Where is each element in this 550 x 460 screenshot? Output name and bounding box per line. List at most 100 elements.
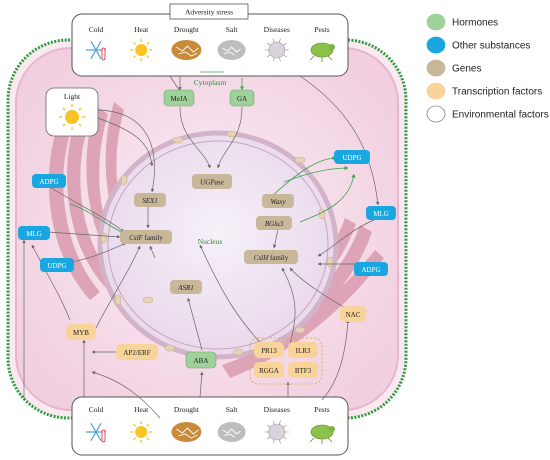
top-factor-pests: Pests — [309, 25, 335, 62]
node-ilr3: ILR3 — [288, 342, 318, 358]
svg-text:CslF family: CslF family — [129, 234, 163, 242]
bottom-factor-label: Salt — [226, 405, 239, 414]
legend-swatch — [426, 82, 446, 100]
svg-text:AP2/ERF: AP2/ERF — [123, 349, 150, 357]
top-factor-label: Diseases — [264, 25, 290, 34]
node-ga: GA — [229, 89, 255, 107]
tf-complex: PR13 ILR3 RGGA BTF3 — [249, 337, 323, 385]
node-nac: NAC — [340, 306, 366, 322]
bottom-factor-cold: Cold — [86, 405, 106, 443]
svg-text:UDPG: UDPG — [342, 154, 361, 162]
sun-icon — [130, 39, 153, 61]
svg-text:MYB: MYB — [73, 329, 89, 337]
node-ugpase: UGPase — [192, 174, 232, 189]
sun-icon — [130, 421, 153, 443]
node-udpg-right: UDPG — [334, 150, 370, 164]
svg-text:PR13: PR13 — [261, 347, 277, 355]
node-btf3: BTF3 — [288, 362, 318, 378]
node-ap2erf: AP2/ERF — [116, 344, 158, 360]
top-factor-label: Drought — [174, 25, 200, 34]
svg-text:ABA: ABA — [194, 357, 209, 365]
light-factor: Light — [45, 87, 99, 137]
svg-text:GA: GA — [237, 95, 247, 103]
node-adpg-left: ADPG — [32, 174, 66, 188]
svg-text:BGlu3: BGlu3 — [265, 220, 284, 228]
salt-crystal-icon — [217, 422, 246, 442]
svg-text:MeJA: MeJA — [170, 95, 187, 103]
legend-item: Environmental factors — [426, 105, 549, 123]
node-myb: MYB — [66, 324, 96, 340]
salt-crystal-icon — [217, 40, 246, 60]
svg-text:ILR3: ILR3 — [296, 347, 311, 355]
legend-swatch — [426, 105, 446, 123]
top-factor-diseases: Diseases — [264, 25, 290, 62]
adversity-stress-bottom: Cold Heat Drought Salt Diseases Pests — [71, 396, 349, 456]
nucleus-label: Nucleus — [198, 237, 223, 246]
top-factor-heat: Heat — [130, 25, 153, 61]
nucleus — [97, 130, 339, 360]
top-factor-salt: Salt — [217, 25, 246, 60]
sun-icon — [59, 104, 85, 130]
bottom-factor-salt: Salt — [217, 405, 246, 442]
svg-text:UGPase: UGPase — [200, 179, 224, 187]
svg-text:SEX1: SEX1 — [142, 197, 158, 205]
node-pr13: PR13 — [254, 342, 284, 358]
legend-item: Genes — [426, 59, 481, 77]
legend-item: Other substances — [426, 36, 530, 54]
bottom-factor-pests: Pests — [309, 405, 335, 444]
node-adpg-right: ADPG — [354, 262, 388, 276]
node-rgga: RGGA — [254, 362, 284, 378]
cracked-soil-icon — [171, 40, 202, 60]
node-sex1: SEX1 — [134, 193, 166, 207]
legend-label: Other substances — [452, 41, 530, 52]
insect-pest-icon — [309, 42, 335, 62]
bottom-factor-label: Drought — [174, 405, 200, 414]
adversity-stress-title-box — [169, 3, 249, 20]
adversity-stress-title: Adversity stress — [185, 8, 233, 17]
legend-swatch — [426, 13, 446, 31]
bottom-factor-diseases: Diseases — [264, 405, 290, 444]
pathway-arrows — [22, 75, 380, 419]
svg-text:ASR1: ASR1 — [177, 284, 194, 292]
legend-item: Hormones — [426, 13, 498, 31]
top-factor-label: Pests — [314, 25, 330, 34]
legend-item: Transcription factors — [426, 82, 542, 100]
bottom-factor-heat: Heat — [130, 405, 153, 443]
legend-label: Hormones — [452, 18, 498, 29]
insect-pest-icon — [309, 424, 335, 444]
top-factor-drought: Drought — [171, 25, 202, 60]
node-asr1: ASR1 — [170, 280, 202, 294]
pathogen-icon — [264, 38, 289, 62]
legend-label: Environmental factors — [452, 110, 549, 121]
node-aba: ABA — [185, 351, 217, 369]
bottom-factor-label: Diseases — [264, 405, 290, 414]
svg-text:UDPG: UDPG — [47, 262, 66, 270]
top-factor-label: Heat — [134, 25, 149, 34]
top-factor-label: Salt — [226, 25, 239, 34]
legend-swatch — [426, 59, 446, 77]
node-mlg-left: MLG — [18, 226, 50, 240]
bottom-factor-drought: Drought — [171, 405, 202, 442]
node-bglu3: BGlu3 — [256, 216, 292, 230]
cytoplasm-label: Cytoplasm — [194, 78, 227, 87]
node-cslf-family: CslF family — [120, 230, 172, 244]
svg-text:MLG: MLG — [373, 210, 389, 218]
svg-text:Waxy: Waxy — [271, 198, 287, 206]
cracked-soil-icon — [171, 422, 202, 442]
legend-label: Transcription factors — [452, 87, 542, 98]
adversity-stress-top: Adversity stress Cold Heat Drought Salt Dise… — [71, 3, 349, 77]
endoplasmic-reticulum-left — [48, 102, 148, 300]
node-udpg-left: UDPG — [40, 258, 74, 272]
nucleus-envelope — [97, 130, 339, 360]
svg-text:ADPG: ADPG — [361, 266, 380, 274]
light-label: Light — [64, 92, 81, 101]
svg-text:MLG: MLG — [26, 230, 42, 238]
top-factor-label: Cold — [89, 25, 104, 34]
bottom-factor-label: Heat — [134, 405, 149, 414]
pathogen-icon — [264, 420, 289, 444]
node-meja: MeJA — [163, 89, 195, 107]
node-waxy: Waxy — [262, 194, 294, 208]
node-cslh-family: CslH family — [244, 250, 298, 264]
